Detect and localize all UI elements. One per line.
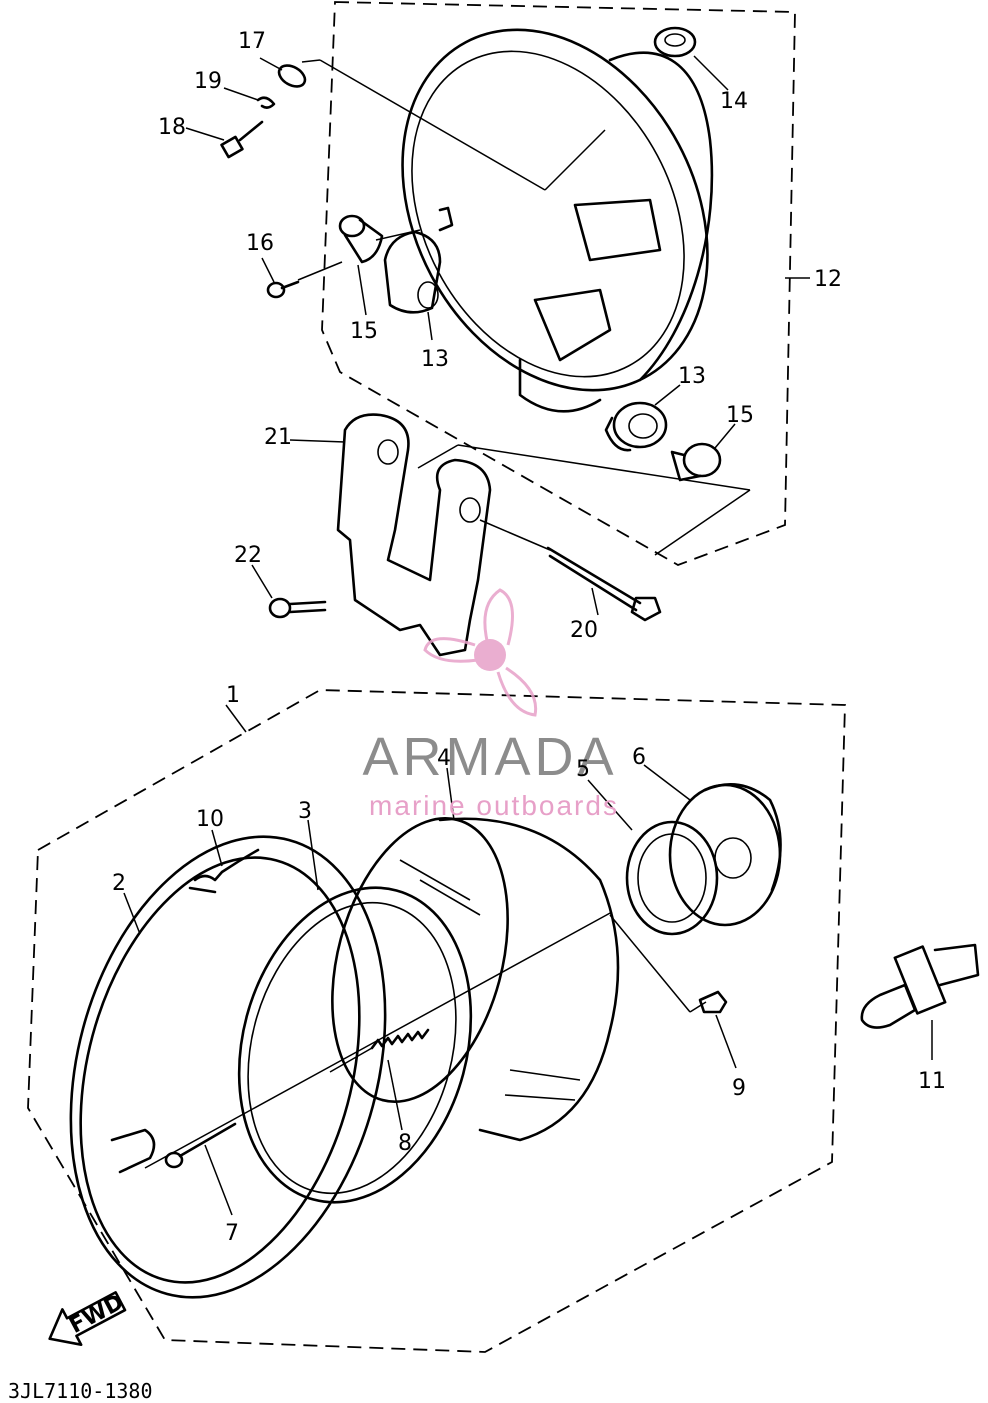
lower-assembly-group — [27, 689, 846, 1353]
propeller-blade-left — [423, 637, 479, 663]
callout-18: 18 — [158, 115, 186, 140]
propeller-blade-top — [483, 588, 514, 646]
through-bolt-part — [546, 546, 662, 622]
washer-part — [277, 64, 307, 88]
callout-15-right: 15 — [726, 403, 754, 428]
mount-bolt-part — [268, 597, 327, 619]
watermark-tagline: marine outboards — [369, 790, 619, 821]
callout-13-left: 13 — [421, 347, 449, 372]
upper-assembly-boundary — [321, 1, 796, 566]
armada-watermark: ARMADA marine outboards — [362, 588, 619, 821]
callout-2: 2 — [112, 871, 126, 896]
callout-11: 11 — [918, 1069, 946, 1094]
headlight-rim-part — [69, 835, 387, 1299]
callout-15-left: 15 — [350, 319, 378, 344]
callout-1: 1 — [226, 683, 240, 708]
clip-part — [256, 96, 276, 109]
wire-clip-part — [188, 848, 260, 894]
bolt-part — [220, 120, 264, 159]
callout-numbers: 1 2 3 4 5 6 7 8 9 10 11 12 13 13 14 15 1… — [112, 29, 946, 1246]
propeller-blade-right — [496, 666, 538, 717]
callout-8: 8 — [398, 1131, 412, 1156]
grommet-part — [653, 26, 697, 58]
callout-20: 20 — [570, 618, 598, 643]
retaining-ring-part — [237, 886, 473, 1204]
callout-4: 4 — [437, 746, 451, 771]
callout-16: 16 — [246, 231, 274, 256]
callout-22: 22 — [234, 543, 262, 568]
screw-part — [266, 280, 300, 299]
callout-17: 17 — [238, 29, 266, 54]
propeller-logo — [423, 588, 538, 717]
upper-assembly-group — [220, 1, 796, 566]
adjusting-screw-part — [164, 1122, 237, 1169]
callout-7: 7 — [225, 1221, 239, 1246]
drawing-code: 3JL7110-1380 — [8, 1379, 153, 1403]
callout-5: 5 — [576, 757, 590, 782]
callout-12: 12 — [814, 267, 842, 292]
headlight-stay-part — [336, 413, 492, 657]
fwd-label: FWD — [65, 1290, 128, 1339]
forward-direction-arrow: FWD — [48, 1290, 128, 1347]
alignment-line — [144, 911, 613, 1169]
callout-3: 3 — [298, 799, 312, 824]
propeller-hub — [474, 639, 506, 671]
callout-19: 19 — [194, 69, 222, 94]
lens-unit-part — [331, 817, 620, 1142]
watermark-brand: ARMADA — [362, 727, 617, 787]
damper-right-part — [604, 401, 668, 452]
collar-left-part — [338, 214, 384, 264]
spring-part — [370, 1028, 430, 1050]
callout-14: 14 — [720, 89, 748, 114]
nut-part — [698, 990, 728, 1014]
callout-6: 6 — [632, 745, 646, 770]
callout-13-right: 13 — [678, 364, 706, 389]
callout-10: 10 — [196, 807, 224, 832]
halogen-bulb-part — [860, 943, 980, 1029]
leader-lines — [123, 55, 933, 1216]
lower-assembly-boundary — [27, 689, 846, 1353]
callout-9: 9 — [732, 1076, 746, 1101]
collar-right-part — [670, 442, 722, 482]
socket-cover-part — [668, 783, 782, 927]
callout-21: 21 — [264, 425, 292, 450]
damper-left-part — [383, 230, 442, 314]
